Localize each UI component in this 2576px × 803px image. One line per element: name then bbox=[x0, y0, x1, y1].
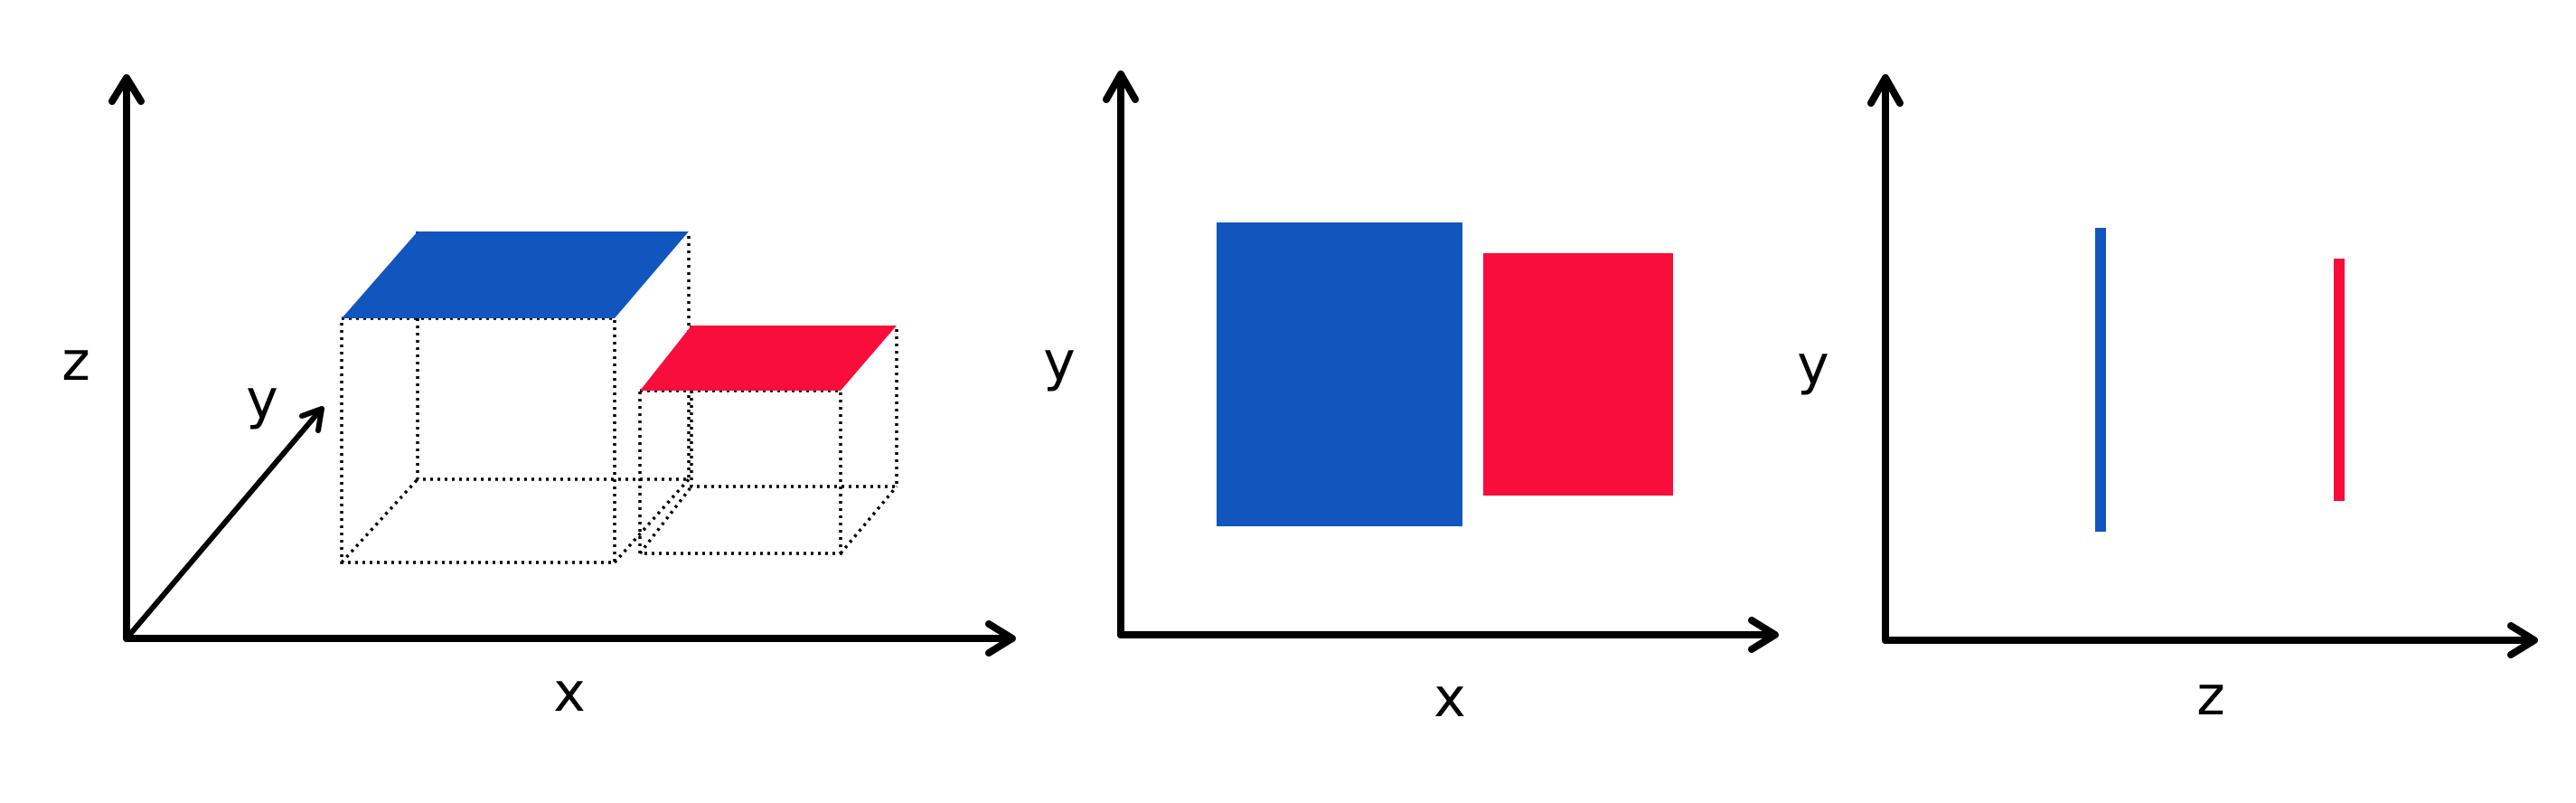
y-axis-label: y bbox=[246, 368, 278, 431]
z-axis-arrow-icon bbox=[108, 74, 145, 105]
blue-box-front-face bbox=[340, 316, 616, 564]
blue-zy-line bbox=[2095, 228, 2106, 532]
red-box-back-face bbox=[690, 326, 898, 488]
red-box-wireframe bbox=[638, 326, 898, 555]
red-xy-rectangle bbox=[1483, 253, 1673, 496]
red-box-front-face bbox=[638, 389, 842, 555]
x-axis-label: x bbox=[1434, 666, 1466, 730]
y-axis-line bbox=[124, 408, 323, 641]
red-box-edge-br bbox=[839, 485, 898, 555]
y-axis-label: y bbox=[1797, 334, 1829, 397]
panel-zy-projection: y z bbox=[1797, 74, 2538, 728]
z-axis-label: z bbox=[61, 330, 90, 393]
x-axis-arrow-icon bbox=[1748, 617, 1779, 653]
red-zy-line bbox=[2334, 259, 2345, 501]
x-axis-arrow-icon bbox=[985, 620, 1016, 657]
panel-3d-view: z y x bbox=[61, 74, 1016, 724]
y-axis-arrow-icon bbox=[299, 406, 324, 433]
panel-xy-projection: y x bbox=[1043, 71, 1779, 730]
x-axis-label: x bbox=[553, 661, 586, 724]
y-axis-arrow-icon bbox=[1103, 71, 1139, 103]
y-axis-label: y bbox=[1043, 330, 1076, 393]
blue-xy-rectangle bbox=[1217, 222, 1462, 526]
red-box-top-face bbox=[640, 326, 897, 391]
z-axis-arrow-icon bbox=[2507, 622, 2538, 658]
y-axis-arrow-icon bbox=[1867, 74, 1904, 107]
red-box-edge-bl bbox=[638, 485, 693, 555]
blue-box-back-face bbox=[416, 231, 691, 481]
blue-box-top-face bbox=[342, 231, 689, 318]
blue-box-edge-br bbox=[613, 477, 691, 564]
blue-box-edge-bl bbox=[340, 477, 419, 564]
z-axis-label: z bbox=[2196, 665, 2225, 728]
blue-box-wireframe bbox=[340, 231, 691, 564]
